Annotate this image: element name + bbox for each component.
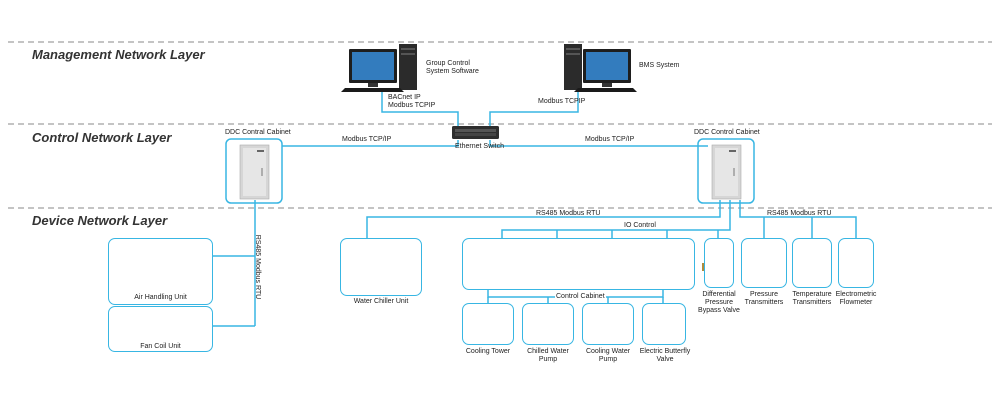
ahu-card <box>108 238 213 305</box>
flowmeter-card <box>838 238 874 288</box>
ethernet-switch-label: Ethernet Switch <box>455 143 505 150</box>
cooling-tower-card <box>462 303 514 345</box>
right-link-label: Modbus TCP/IP <box>585 136 635 143</box>
right-cabinet-label: DDC Control Cabinet <box>694 129 760 136</box>
pressure-card <box>741 238 787 288</box>
io-cabinet-card <box>462 238 695 290</box>
chiller-label: Water Chiller Unit <box>353 298 409 305</box>
control-cabinet-label: Control Cabinet <box>555 293 606 301</box>
pressure-label: Pressure Transmitters <box>744 291 784 306</box>
temperature-card <box>792 238 832 288</box>
left-ddc-cabinet-icon <box>239 144 270 200</box>
butterfly-valve-label: Electric Butterfly Valve <box>639 348 691 363</box>
rs485-right-label: RS485 Modbus RTU <box>767 210 832 217</box>
right-cabinet-frame <box>697 138 755 204</box>
rs485-top-label: RS485 Modbus RTU <box>536 210 601 217</box>
fcu-label: Fan Coil Unit <box>140 343 181 350</box>
control-layer-title: Control Network Layer <box>32 130 172 145</box>
cooling-pump-card <box>582 303 634 345</box>
cooling-tower-label: Cooling Tower <box>465 348 511 355</box>
management-layer-title: Management Network Layer <box>32 47 205 62</box>
ethernet-switch-icon <box>452 126 499 139</box>
layer-dividers <box>8 41 992 209</box>
ahu-label: Air Handling Unit <box>134 294 187 301</box>
left-link-label: Modbus TCP/IP <box>342 136 392 143</box>
chilled-pump-label: Chilled Water Pump <box>527 348 569 363</box>
bms-computer-icon <box>564 44 637 92</box>
chiller-card <box>340 238 422 296</box>
right-ddc-cabinet-icon <box>711 144 742 200</box>
device-layer-title: Device Network Layer <box>32 213 168 228</box>
rs485-left-label: RS485 Modbus RTU <box>254 234 262 300</box>
temperature-label: Temperature Transmitters <box>792 291 832 306</box>
left-cabinet-frame <box>225 138 283 204</box>
flowmeter-label: Electrometric Flowmeter <box>835 291 877 306</box>
left-protocol-label: BACnet IP Modbus TCPIP <box>388 94 436 109</box>
left-cabinet-label: DDC Contral Cabinet <box>225 129 291 136</box>
connection-lines <box>213 88 857 327</box>
bypass-valve-label: Differential Pressure Bypass Valve <box>698 291 740 314</box>
group-control-computer-icon <box>341 44 417 92</box>
cooling-pump-label: Cooling Water Pump <box>585 348 631 363</box>
butterfly-valve-card <box>642 303 686 345</box>
bypass-valve-card <box>704 238 734 288</box>
chilled-pump-card <box>522 303 574 345</box>
group-control-label: Group Control System Software <box>426 60 479 75</box>
io-control-label: IO Control <box>624 222 656 229</box>
fcu-card <box>108 306 213 352</box>
right-protocol-label: Modbus TCPIP <box>538 98 586 105</box>
bms-label: BMS System <box>639 62 680 69</box>
